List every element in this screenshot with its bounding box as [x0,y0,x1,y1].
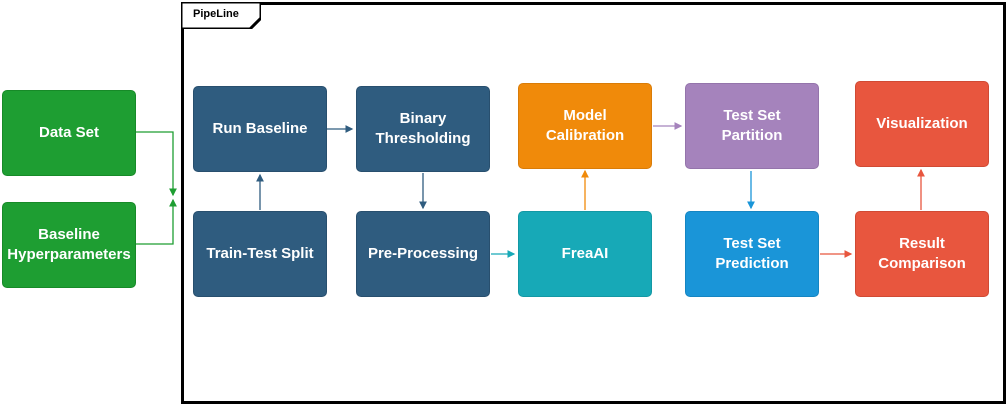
test-set-prediction-box: Test Set Prediction [685,211,819,297]
model-calibration-box: Model Calibration [518,83,652,169]
edge-dataset-to-pipeline [136,131,177,197]
pipeline-tab [181,2,261,29]
pipeline-frame [181,2,1006,404]
data-set-box: Data Set [2,90,136,176]
binary-thresholding-box: Binary Thresholding [356,86,490,172]
train-test-split-box: Train-Test Split [193,211,327,297]
test-set-partition-box: Test Set Partition [685,83,819,169]
result-comparison-box: Result Comparison [855,211,989,297]
baseline-hyperparameters-box: Baseline Hyperparameters [2,202,136,288]
freaai-box: FreaAI [518,211,652,297]
visualization-box: Visualization [855,81,989,167]
pipeline-label: PipeLine [193,8,239,20]
pre-processing-box: Pre-Processing [356,211,490,297]
edge-hyperparams-to-pipeline [136,198,177,245]
run-baseline-box: Run Baseline [193,86,327,172]
